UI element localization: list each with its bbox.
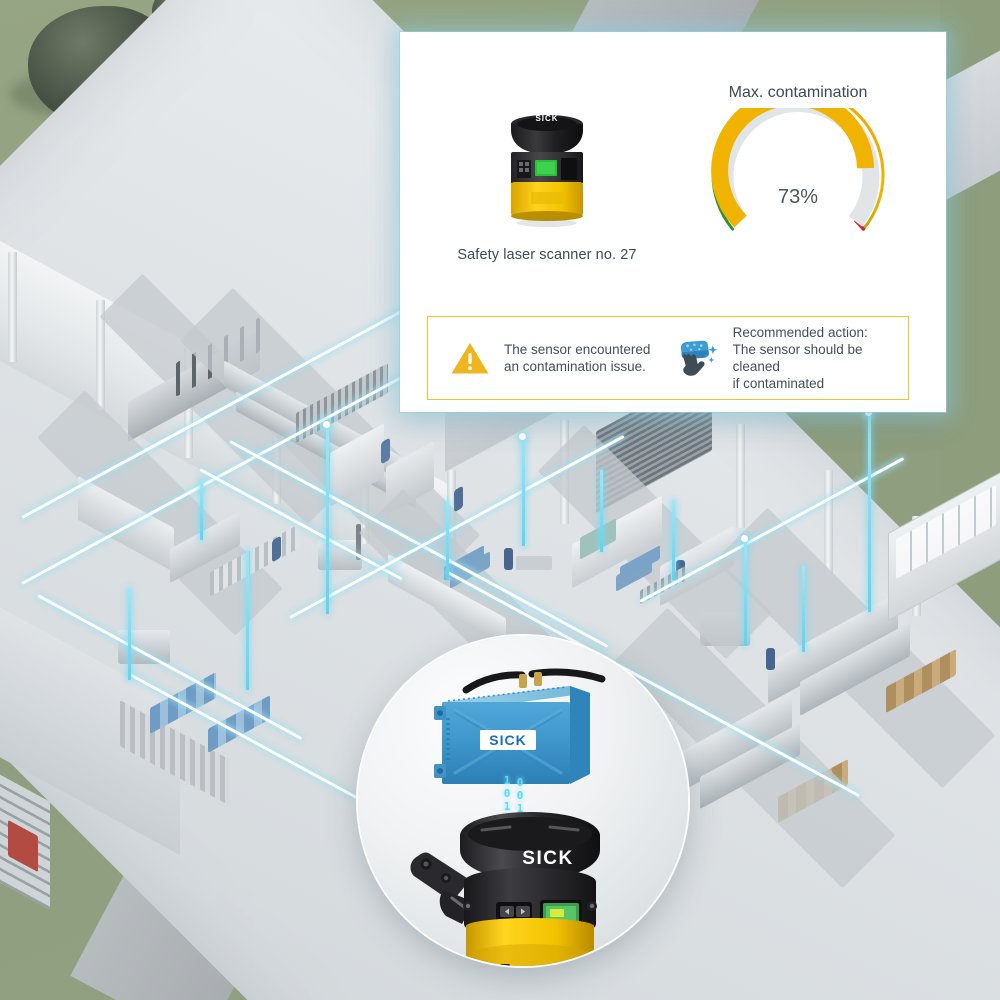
network-drop	[600, 470, 603, 552]
gauge-value: 73%	[777, 186, 819, 208]
gauge-title: Max. contamination	[728, 84, 868, 101]
device-caption: Safety laser scanner no. 27	[457, 247, 637, 263]
svg-text:SICK: SICK	[535, 114, 558, 123]
device-column: SICK Safety laser scanner no. 27	[422, 110, 672, 263]
network-node	[323, 421, 330, 428]
wall-pillar	[736, 424, 745, 528]
network-drop	[802, 566, 805, 652]
recommended-action-item: Recommended action: The sensor should be…	[676, 324, 908, 392]
forklift-mast	[356, 524, 361, 560]
forklift	[118, 630, 170, 664]
warning-item: The sensor encountered an contamination …	[450, 340, 654, 376]
network-node	[519, 433, 526, 440]
network-drop	[672, 500, 675, 580]
network-drop	[868, 412, 871, 612]
antenna-icon	[528, 668, 606, 683]
safety-laser-scanner-icon: SICK	[511, 114, 583, 227]
worker-figure	[504, 548, 513, 570]
wall-pillar	[824, 470, 833, 574]
network-node	[865, 409, 872, 416]
network-drop	[128, 588, 131, 680]
action-line-2: The sensor should be cleaned	[732, 342, 863, 374]
gateway-brand-label: SICK	[489, 732, 526, 748]
worker-figure	[766, 648, 775, 670]
network-drop	[522, 436, 525, 546]
product-detail-inset: SICK 10101010 00101111	[358, 636, 688, 966]
safety-laser-scanner-icon: SICK	[410, 812, 600, 966]
recommended-action-text: Recommended action: The sensor should be…	[733, 324, 908, 392]
network-drop	[246, 550, 249, 690]
wall-pillar	[96, 300, 105, 410]
contamination-gauge: 73%	[698, 88, 898, 258]
gauge-svg	[711, 88, 885, 231]
warning-line-2: an contamination issue.	[504, 359, 646, 374]
pallet-truck	[516, 556, 552, 570]
warning-line-1: The sensor encountered	[504, 342, 651, 357]
warning-triangle-icon	[451, 343, 489, 374]
alert-box: The sensor encountered an contamination …	[427, 316, 909, 400]
sensor-status-panel: SICK Safety laser scanner no. 27	[400, 32, 946, 412]
network-node	[741, 535, 748, 542]
network-drop	[446, 500, 449, 580]
warning-text: The sensor encountered an contamination …	[504, 341, 650, 375]
sick-gateway-box-icon: SICK	[434, 668, 606, 784]
gauge-column: Max. contamination	[672, 84, 924, 258]
scanner-brand-label: SICK	[522, 848, 573, 869]
action-line-3: if contaminated	[732, 376, 825, 391]
network-drop	[744, 538, 747, 646]
wall-pillar	[8, 252, 17, 362]
network-drop	[200, 480, 203, 540]
antenna-icon	[462, 671, 526, 694]
cleaning-glove-sponge-icon	[680, 340, 718, 376]
action-line-1: Recommended action:	[732, 325, 868, 340]
network-drop	[326, 424, 329, 614]
